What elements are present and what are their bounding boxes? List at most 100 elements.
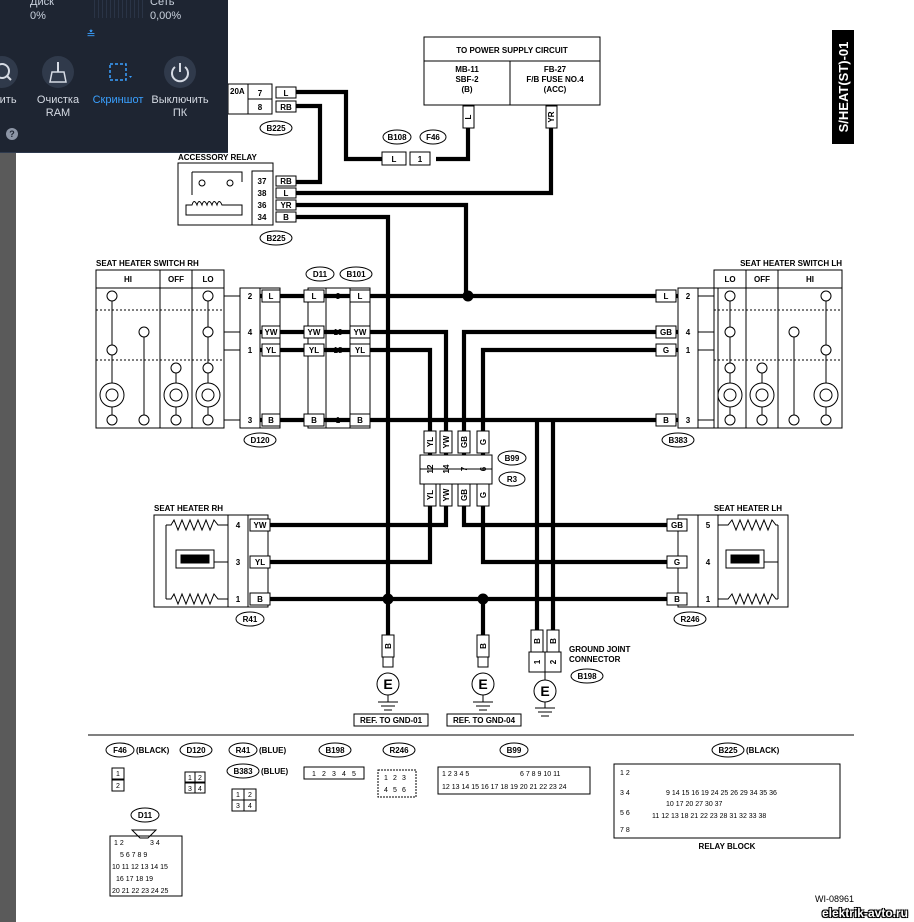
- svg-text:2: 2: [686, 292, 691, 301]
- tool-shutdown[interactable]: Выключить ПК: [150, 56, 210, 120]
- wire-label: RB: [280, 177, 292, 186]
- svg-text:4: 4: [342, 771, 346, 778]
- wire-label: YL: [255, 558, 265, 567]
- legend-f46-color: (BLACK): [136, 746, 170, 755]
- svg-text:16 17 18 19: 16 17 18 19: [116, 876, 153, 883]
- tool-clear-ram[interactable]: Очистка RAM: [28, 56, 88, 120]
- system-widget-panel: Диск 0% Сеть 0,00% ≛ ерить Очистка RAM С…: [0, 0, 228, 153]
- svg-text:1: 1: [248, 346, 253, 355]
- wire-label: YW: [354, 328, 367, 337]
- side-title-tab: S/HEAT(ST)-01: [832, 30, 854, 144]
- conn-b101: B101: [346, 270, 366, 279]
- svg-text:5: 5: [393, 787, 397, 794]
- ref-gnd-01: REF. TO GND-01: [360, 716, 423, 725]
- tool-clear-ram-label: Очистка RAM: [36, 94, 80, 119]
- switch-rh-hi: HI: [124, 275, 132, 284]
- wire-label: B: [533, 638, 542, 644]
- svg-text:3: 3: [236, 803, 240, 810]
- conn-b108: B108: [387, 133, 407, 142]
- help-icon[interactable]: ?: [6, 128, 18, 140]
- accessory-relay: [177, 162, 297, 226]
- grounds: [376, 629, 562, 717]
- power-box-left-1: MB-11: [455, 65, 479, 74]
- wire-label: L: [392, 155, 397, 164]
- seat-heater-rh: [153, 514, 269, 608]
- tool-screenshot[interactable]: Скриншот: [88, 56, 148, 107]
- wire-label: GB: [660, 328, 672, 337]
- wire-label: B: [257, 595, 263, 604]
- tool-search-label: ерить: [0, 94, 17, 106]
- svg-text:3: 3: [336, 292, 341, 301]
- conn-b99: B99: [505, 454, 520, 463]
- svg-text:2: 2: [248, 792, 252, 799]
- svg-text:1: 1: [686, 346, 691, 355]
- svg-text:7: 7: [258, 89, 263, 98]
- ground-e-3: E: [540, 683, 549, 699]
- svg-text:4: 4: [686, 328, 691, 337]
- svg-text:3 4: 3 4: [150, 840, 160, 847]
- legend-r246: R246: [389, 746, 409, 755]
- fuse-20a: 20A: [230, 87, 245, 96]
- svg-text:1: 1: [188, 775, 192, 782]
- wire-label: B: [283, 213, 289, 222]
- svg-text:5: 5: [352, 771, 356, 778]
- wire-label: B: [384, 643, 393, 649]
- expand-chevron-icon[interactable]: ≛: [86, 29, 96, 41]
- svg-text:6: 6: [479, 466, 488, 471]
- svg-text:3: 3: [248, 416, 253, 425]
- wiring-diagram-page: TO POWER SUPPLY CIRCUIT MB-11 SBF-2 (B) …: [16, 0, 914, 922]
- svg-text:1: 1: [533, 659, 542, 664]
- wire-label: YL: [355, 346, 365, 355]
- net-value: 0,00%: [150, 10, 182, 22]
- svg-text:2: 2: [549, 659, 558, 664]
- ref-gnd-04: REF. TO GND-04: [453, 716, 516, 725]
- accessory-relay-label: ACCESSORY RELAY: [178, 153, 258, 162]
- legend-b383-color: (BLUE): [261, 767, 288, 776]
- power-box-title: TO POWER SUPPLY CIRCUIT: [456, 46, 568, 55]
- d11-connector-shape: [109, 829, 183, 897]
- wire-label: L: [358, 292, 363, 301]
- tool-search[interactable]: ерить: [0, 56, 32, 107]
- legend-b225: B225: [718, 746, 738, 755]
- wire-label: YR: [547, 111, 556, 122]
- wire-label: B: [479, 643, 488, 649]
- wire-label: G: [479, 439, 488, 445]
- switch-rh-lo: LO: [202, 275, 213, 284]
- svg-text:4: 4: [236, 521, 241, 530]
- svg-text:19: 19: [334, 328, 343, 337]
- svg-text:1: 1: [236, 595, 241, 604]
- wire-label: B: [311, 416, 317, 425]
- wire-label: B: [357, 416, 363, 425]
- broom-icon: [42, 56, 74, 88]
- wire-label: G: [663, 346, 669, 355]
- svg-text:1 2: 1 2: [620, 770, 630, 777]
- wire-label: GB: [460, 436, 469, 448]
- svg-text:9 14 15 16 19 24 25 26 29: 9 14 15 16 19 24 25 26 29 34 35 36: [666, 790, 777, 797]
- wire-label: L: [284, 189, 289, 198]
- svg-text:2: 2: [322, 771, 326, 778]
- svg-text:2: 2: [198, 775, 202, 782]
- svg-text:1: 1: [384, 775, 388, 782]
- svg-text:5 6 7 8 9: 5 6 7 8 9: [120, 852, 147, 859]
- seat-heater-lh: [677, 514, 789, 608]
- switch-rh-off: OFF: [168, 275, 184, 284]
- wire-label: YL: [266, 346, 276, 355]
- legend-b383: B383: [233, 767, 253, 776]
- svg-text:5: 5: [706, 521, 711, 530]
- disk-value: 0%: [30, 10, 46, 22]
- svg-text:3: 3: [332, 771, 336, 778]
- wire-label: YW: [442, 435, 451, 448]
- ground-e-1: E: [383, 676, 392, 692]
- conn-f46: F46: [426, 133, 440, 142]
- wire-label: B: [674, 595, 680, 604]
- wire-label: GB: [460, 489, 469, 501]
- svg-text:1 2: 1 2: [114, 840, 124, 847]
- disk-graph: [94, 0, 146, 18]
- conn-d11: D11: [313, 270, 328, 279]
- ground-e-2: E: [478, 676, 487, 692]
- svg-text:8: 8: [258, 103, 263, 112]
- switch-rh-title: SEAT HEATER SWITCH RH: [96, 259, 199, 268]
- conn-d120: D120: [250, 436, 270, 445]
- legend-r41: R41: [236, 746, 251, 755]
- svg-text:4: 4: [706, 558, 711, 567]
